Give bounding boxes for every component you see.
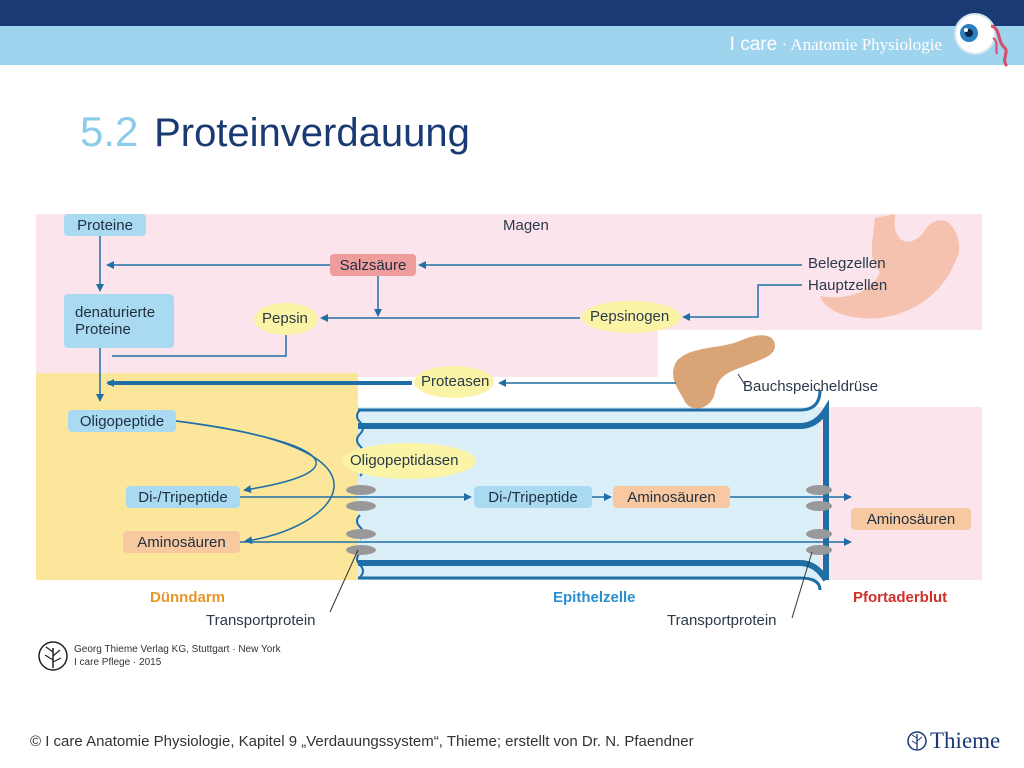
box-aminosaeuren-right: Aminosäuren xyxy=(851,508,971,530)
thieme-logo-icon xyxy=(907,731,927,751)
transport-protein xyxy=(346,485,376,495)
label-transportprotein-left: Transportprotein xyxy=(206,612,316,629)
label-belegzellen: Belegzellen xyxy=(808,255,886,272)
proteasen-pill xyxy=(414,366,494,398)
brand-label: I care · Anatomie Physiologie xyxy=(730,34,942,56)
stomach-region xyxy=(36,214,982,330)
label-hauptzellen: Hauptzellen xyxy=(808,277,888,294)
thieme-logo-text: Thieme xyxy=(930,728,1001,753)
label-pepsin: Pepsin xyxy=(262,310,308,327)
brand-subtitle: · Anatomie Physiologie xyxy=(777,35,942,54)
page-title: 5.2 Proteinverdauung xyxy=(80,108,470,156)
transport-protein xyxy=(346,529,376,539)
membrane-top xyxy=(358,389,822,412)
box-aminosaeuren-left: Aminosäuren xyxy=(123,531,240,553)
denat-line2: Proteine xyxy=(75,321,131,338)
membrane-bottom-thin xyxy=(358,576,822,591)
transport-leader-right xyxy=(791,551,813,619)
denat-line1: denaturierte xyxy=(75,304,156,321)
transport-leader-left xyxy=(329,549,359,613)
transport-protein xyxy=(346,501,376,511)
membrane-bottom xyxy=(358,560,829,582)
box-proteine: Proteine xyxy=(64,214,146,236)
publisher-info: Georg Thieme Verlag KG, Stuttgart · New … xyxy=(74,643,281,669)
transport-protein xyxy=(806,501,832,511)
publisher-line1: Georg Thieme Verlag KG, Stuttgart · New … xyxy=(74,644,281,655)
label-epithelzelle: Epithelzelle xyxy=(553,589,636,606)
transport-protein xyxy=(346,545,376,555)
pancreas-leader xyxy=(737,373,746,386)
label-duenndarm: Dünndarm xyxy=(150,589,225,606)
brand-name: I care xyxy=(729,34,778,55)
box-oligopeptide: Oligopeptide xyxy=(68,410,176,432)
label-proteasen: Proteasen xyxy=(421,373,490,390)
label-bauchspeicheldruese: Bauchspeicheldrüse xyxy=(743,378,879,395)
pepsinogen-pill xyxy=(581,301,681,333)
arrow-pepsin-feed xyxy=(112,335,287,357)
title-text: Proteinverdauung xyxy=(154,111,470,155)
stomach-illustration-lower xyxy=(820,262,955,319)
membrane-top-thick xyxy=(358,399,829,580)
label-pepsinogen: Pepsinogen xyxy=(590,308,670,325)
box-aminosaeuren-mid: Aminosäuren xyxy=(613,486,730,508)
publisher-line2: I care Pflege · 2015 xyxy=(74,657,162,668)
thieme-tree-logo xyxy=(38,641,68,671)
pepsin-pill xyxy=(254,303,318,335)
oligopeptidasen-pill xyxy=(342,443,476,479)
title-number: 5.2 xyxy=(80,108,139,155)
box-denaturierte-proteine: denaturierte Proteine xyxy=(64,294,174,348)
box-salzsaeure: Salzsäure xyxy=(330,254,416,276)
box-ditripeptide-left: Di-/Tripeptide xyxy=(126,486,240,508)
header-bar xyxy=(0,26,1024,65)
top-bar xyxy=(0,0,1024,26)
eye-icon xyxy=(954,13,1009,68)
transport-protein xyxy=(806,545,832,555)
arrow-haupt-pepsinogen xyxy=(682,284,802,321)
blood-region xyxy=(820,407,982,580)
arrow-oligo-amino xyxy=(175,420,335,545)
label-oligopeptidasen: Oligopeptidasen xyxy=(350,452,459,469)
box-ditripeptide-mid: Di-/Tripeptide xyxy=(474,486,592,508)
label-pfortaderblut: Pfortaderblut xyxy=(853,589,948,606)
label-transportprotein-right: Transportprotein xyxy=(667,612,777,629)
label-magen: Magen xyxy=(503,217,549,234)
footer-copyright: © I care Anatomie Physiologie, Kapitel 9… xyxy=(30,733,694,750)
pancreas-illustration xyxy=(673,335,775,409)
transport-protein xyxy=(806,529,832,539)
transport-protein xyxy=(806,485,832,495)
